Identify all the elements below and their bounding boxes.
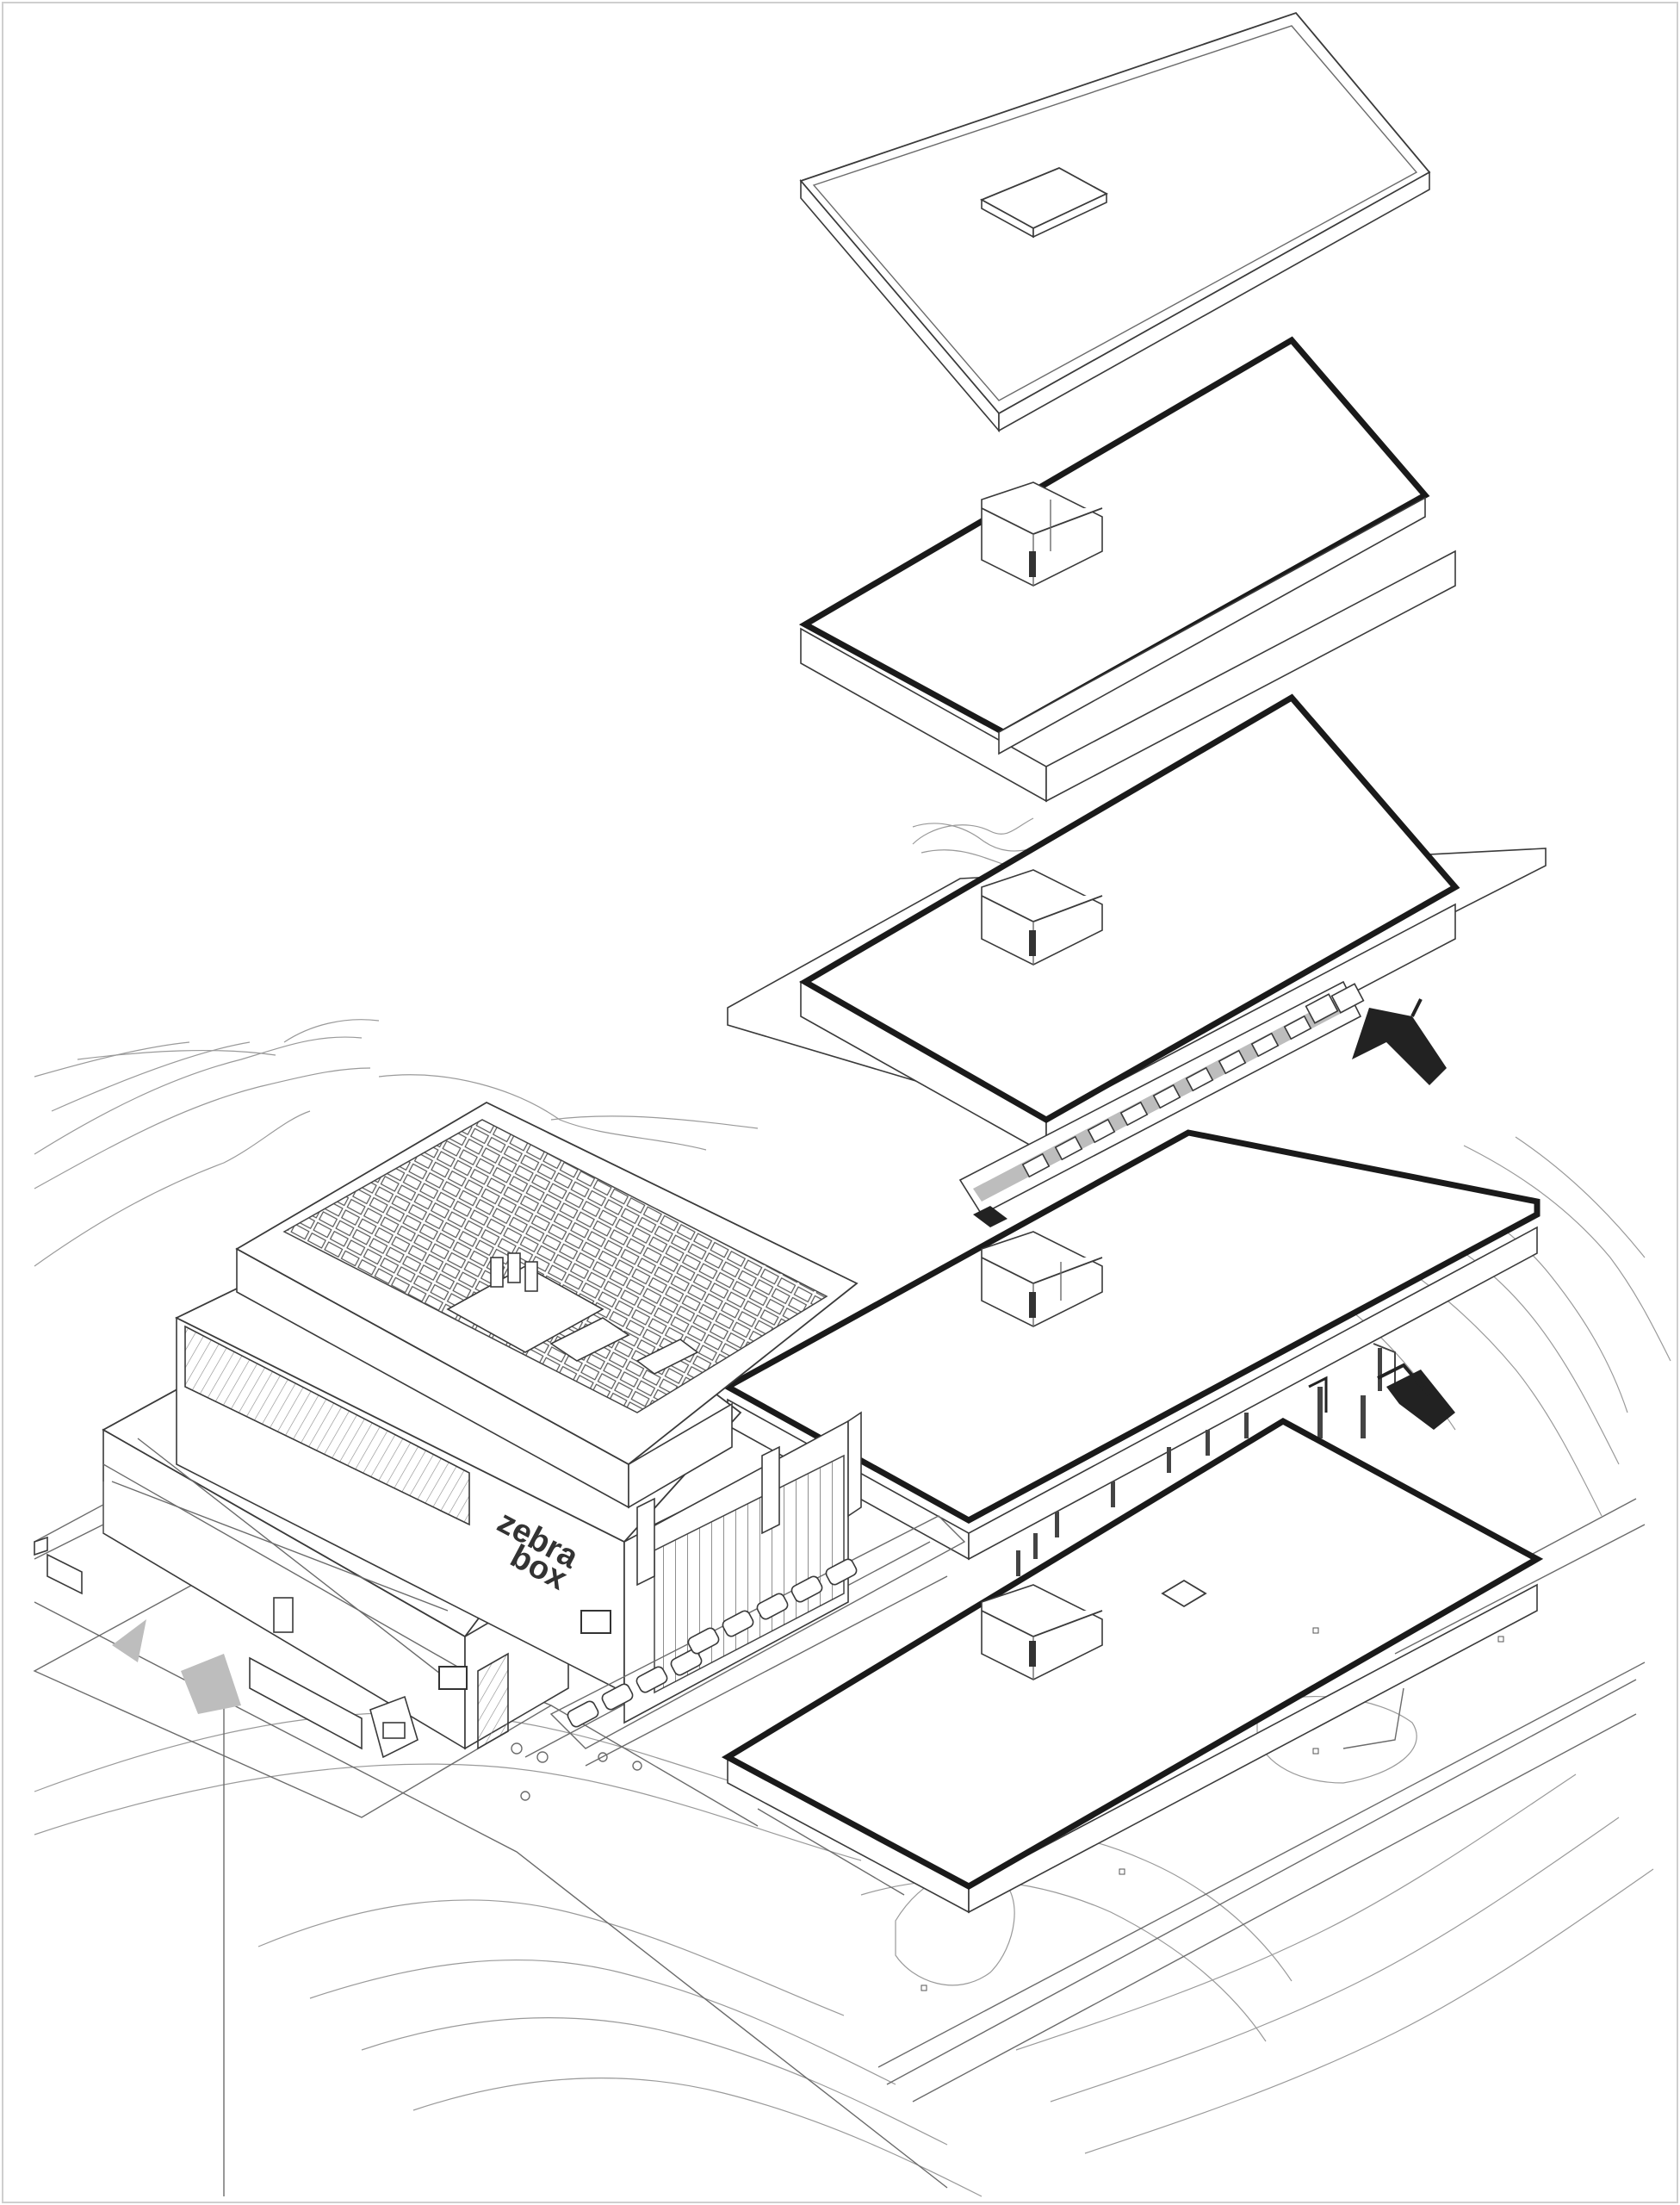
small-truck	[34, 1536, 83, 1595]
surface-car-park	[511, 1515, 966, 1801]
level-2-floor-plate	[721, 1129, 1541, 1561]
existing-building: zebra box	[34, 1101, 966, 1801]
parking-gallery	[958, 980, 1447, 1227]
level-4-floor-plate	[798, 336, 1456, 803]
stair-north	[1352, 998, 1447, 1085]
level-roof-slab	[799, 11, 1431, 433]
delivery-truck	[249, 1656, 418, 1759]
level-1-floor-plate	[721, 1417, 1544, 1991]
ground-columns	[1016, 1343, 1455, 1576]
parked-cars-row	[1021, 983, 1365, 1178]
logo-panel-lower	[438, 1666, 468, 1690]
rooftop-equipment	[446, 1252, 699, 1375]
stair-south	[1377, 1363, 1455, 1430]
level-3-floor-plate	[727, 693, 1547, 1156]
logo-panel	[580, 1610, 611, 1634]
